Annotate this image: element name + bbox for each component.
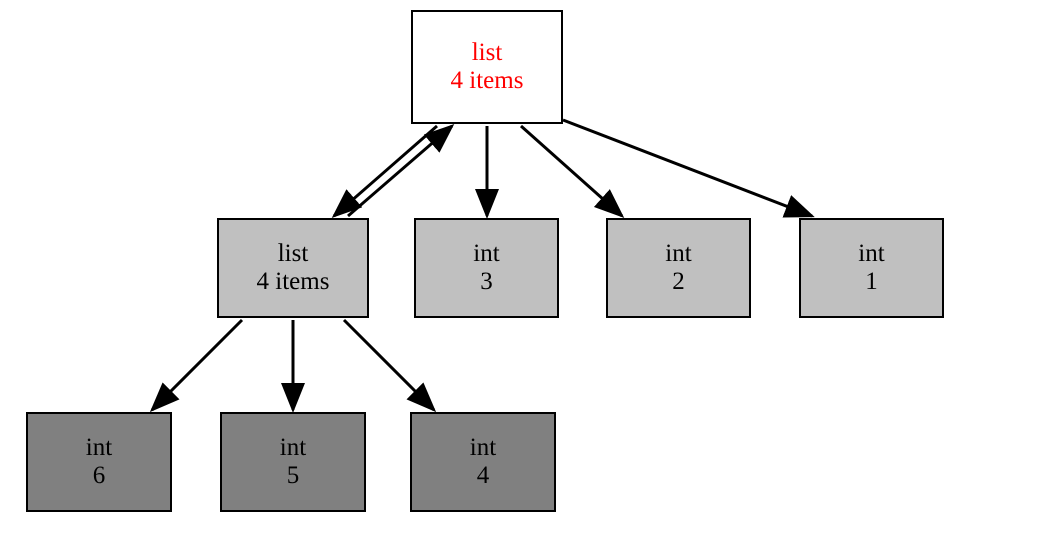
node-detail-label: 4 items	[450, 67, 524, 94]
edge-nested-to-root	[347, 124, 455, 218]
node-detail-label: 5	[286, 462, 300, 489]
node-type-label: int	[473, 240, 500, 267]
node-detail-label: 4	[476, 462, 490, 489]
node-type-label: list	[277, 240, 309, 267]
node-detail-label: 4 items	[256, 268, 330, 295]
node-int-2[interactable]: int 2	[606, 218, 751, 318]
node-nested-list[interactable]: list 4 items	[217, 218, 369, 318]
node-type-label: int	[665, 240, 692, 267]
node-root-list[interactable]: list 4 items	[411, 10, 563, 124]
node-detail-label: 2	[672, 268, 685, 295]
node-detail-label: 1	[865, 268, 878, 295]
node-int-5[interactable]: int 5	[220, 412, 366, 512]
edge-nested-to-int6	[149, 318, 244, 413]
node-detail-label: 3	[480, 268, 493, 295]
node-type-label: list	[471, 39, 503, 66]
edge-nested-to-int4	[342, 318, 437, 413]
edge-root-to-int2	[520, 124, 625, 218]
edge-root-to-int1	[562, 118, 815, 218]
node-type-label: int	[858, 240, 885, 267]
node-type-label: int	[469, 434, 497, 461]
edge-root-to-nested	[331, 124, 438, 218]
node-type-label: int	[279, 434, 307, 461]
node-int-4[interactable]: int 4	[410, 412, 556, 512]
node-int-6[interactable]: int 6	[26, 412, 172, 512]
node-int-1[interactable]: int 1	[799, 218, 944, 318]
node-int-3[interactable]: int 3	[414, 218, 559, 318]
node-type-label: int	[85, 434, 113, 461]
node-detail-label: 6	[92, 462, 106, 489]
